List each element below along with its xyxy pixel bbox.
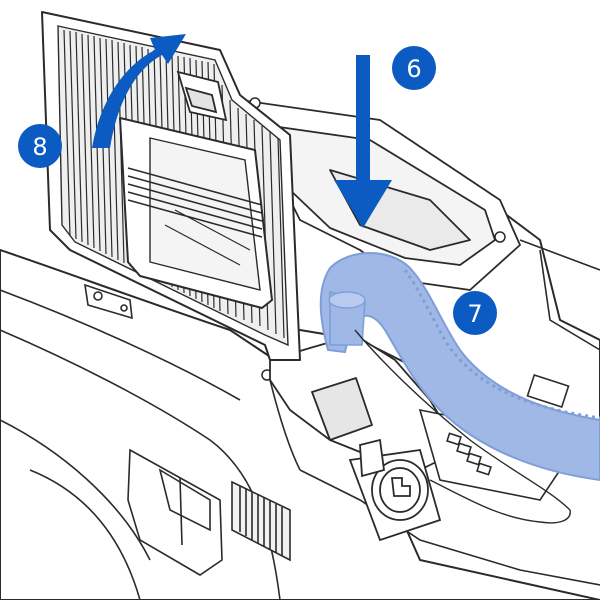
callout-badge-7: 7 (453, 291, 497, 335)
callout-label-7: 7 (467, 300, 482, 328)
callout-badge-8: 8 (18, 124, 62, 168)
cover-latch (176, 70, 228, 122)
lower-vent (231, 480, 291, 562)
lower-recess (127, 448, 223, 576)
callout-label-6: 6 (406, 55, 421, 83)
hinge-bracket (84, 283, 133, 320)
callout-badge-6: 6 (392, 46, 436, 90)
filter-handle (119, 117, 273, 309)
down-arrow-icon (334, 55, 392, 228)
rotate-up-arrow-icon (92, 34, 186, 148)
hose-cord (354, 329, 571, 524)
power-connector (348, 438, 442, 542)
callout-label-8: 8 (32, 133, 47, 161)
body-edge-lines (0, 239, 600, 600)
